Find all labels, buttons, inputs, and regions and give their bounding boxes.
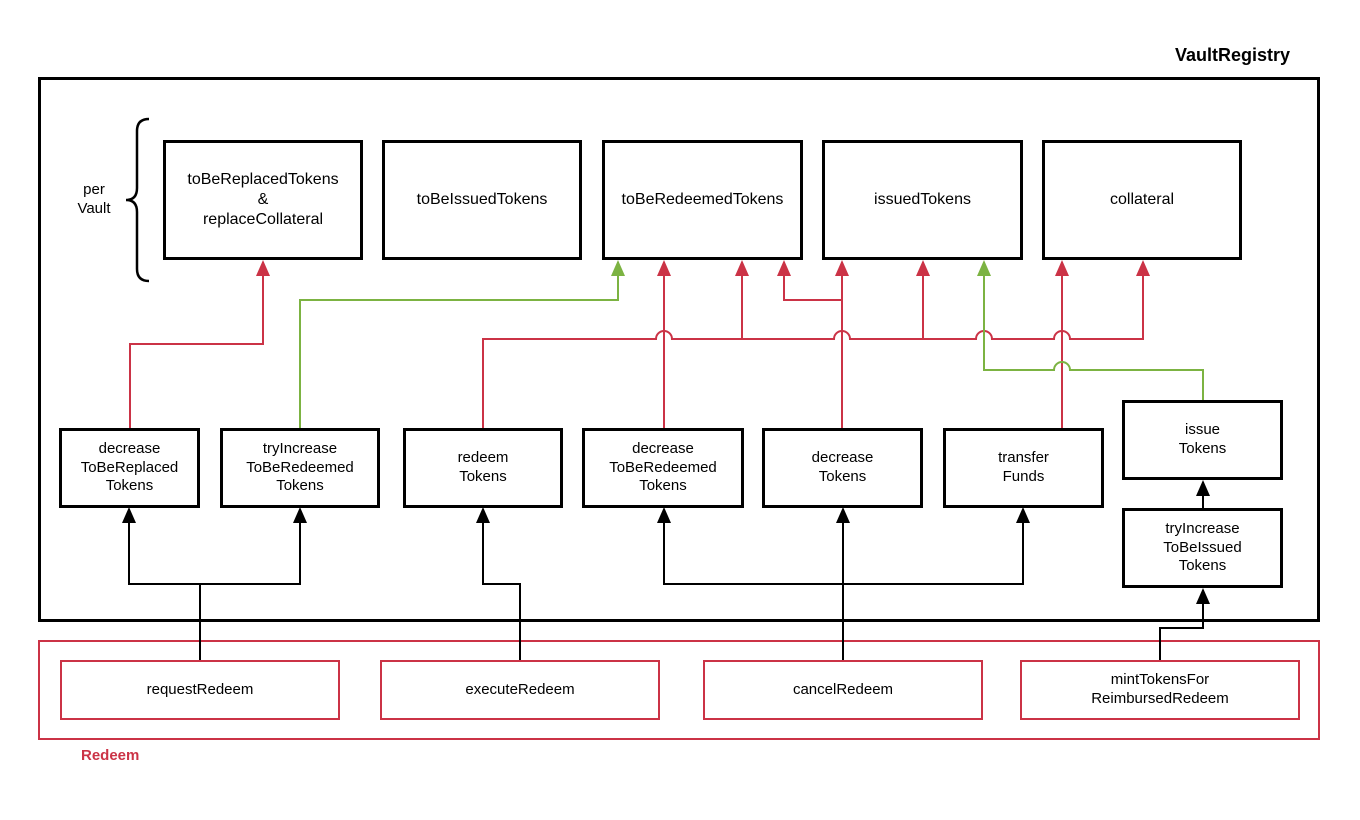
extrinsic-label: requestRedeem (146, 680, 254, 698)
vault-registry-container (38, 77, 1320, 622)
storage-label: toBeRedeemedTokens (621, 191, 784, 208)
storage-label: collateral (1109, 191, 1175, 208)
function-box-decreaseToBeRedeemedTokens: decrease ToBeRedeemed Tokens (582, 428, 744, 508)
storage-label: toBeReplacedTokens & replaceCollateral (187, 171, 339, 228)
redeem-module-label: Redeem (81, 747, 140, 764)
function-label: tryIncrease ToBeIssued Tokens (1163, 519, 1242, 575)
per-vault-label: per Vault (77, 181, 111, 217)
function-box-tryIncreaseToBeRedeemedTokens: tryIncrease ToBeRedeemed Tokens (220, 428, 380, 508)
extrinsic-label: executeRedeem (465, 680, 575, 698)
function-label: decrease ToBeRedeemed Tokens (609, 439, 717, 495)
extrinsic-label: mintTokensFor ReimbursedRedeem (1091, 671, 1229, 707)
extrinsic-box-requestRedeem: requestRedeem (60, 660, 340, 720)
function-label: redeem Tokens (457, 449, 509, 485)
function-box-tryIncreaseToBeIssuedTokens: tryIncrease ToBeIssued Tokens (1122, 508, 1283, 588)
extrinsic-box-cancelRedeem: cancelRedeem (703, 660, 983, 720)
function-label: tryIncrease ToBeRedeemed Tokens (246, 439, 354, 495)
storage-label: issuedTokens (874, 191, 971, 208)
redeem-module-container (38, 640, 1320, 740)
function-box-decreaseToBeReplacedTokens: decrease ToBeReplaced Tokens (59, 428, 200, 508)
function-box-transferFunds: transfer Funds (943, 428, 1104, 508)
page-title: VaultRegistry (1174, 45, 1290, 65)
storage-box-toBeRedeemedTokens: toBeRedeemedTokens (602, 140, 803, 260)
storage-box-issuedTokens: issuedTokens (822, 140, 1023, 260)
function-label: decrease ToBeReplaced Tokens (80, 439, 179, 495)
extrinsic-box-executeRedeem: executeRedeem (380, 660, 660, 720)
function-box-redeemTokens: redeem Tokens (403, 428, 563, 508)
function-box-issueTokens: issue Tokens (1122, 400, 1283, 480)
function-box-decreaseTokens: decrease Tokens (762, 428, 923, 508)
function-label: issue Tokens (1178, 421, 1227, 457)
storage-box-toBeReplacedTokens: toBeReplacedTokens & replaceCollateral (163, 140, 363, 260)
storage-box-collateral: collateral (1042, 140, 1242, 260)
function-label: transfer Funds (998, 449, 1049, 485)
storage-label: toBeIssuedTokens (416, 191, 548, 208)
extrinsic-box-mintTokensForReimbursedRedeem: mintTokensFor ReimbursedRedeem (1020, 660, 1300, 720)
extrinsic-label: cancelRedeem (792, 680, 894, 698)
function-label: decrease Tokens (811, 449, 874, 485)
storage-box-toBeIssuedTokens: toBeIssuedTokens (382, 140, 582, 260)
